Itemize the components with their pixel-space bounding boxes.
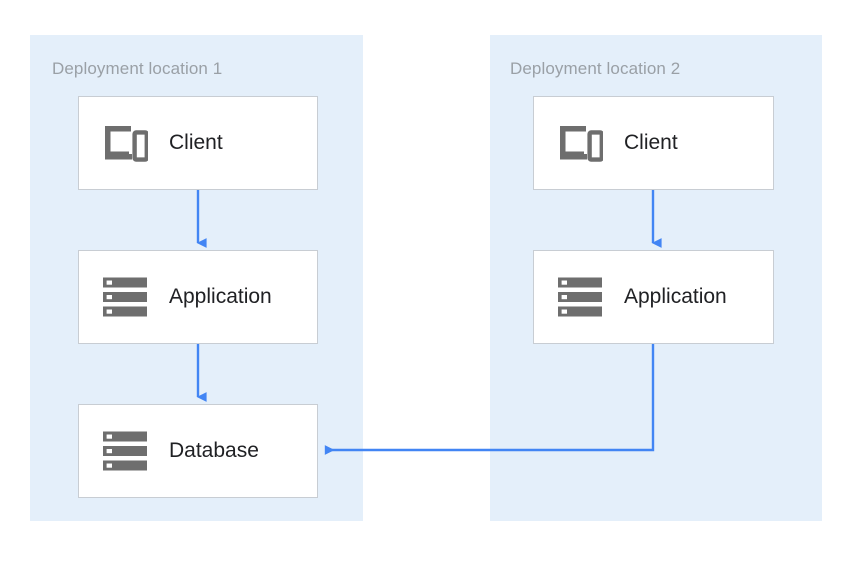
node-application-1-label: Application bbox=[169, 285, 272, 308]
node-client-1[interactable]: Client bbox=[78, 96, 318, 190]
server-stack-icon bbox=[99, 271, 151, 323]
server-stack-icon bbox=[554, 271, 606, 323]
node-application-2-label: Application bbox=[624, 285, 727, 308]
node-client-1-label: Client bbox=[169, 131, 223, 154]
node-client-2[interactable]: Client bbox=[533, 96, 774, 190]
node-database-1[interactable]: Database bbox=[78, 404, 318, 498]
node-client-2-label: Client bbox=[624, 131, 678, 154]
zone-2-title: Deployment location 2 bbox=[510, 59, 681, 78]
zone-1-title: Deployment location 1 bbox=[52, 59, 223, 78]
server-stack-icon bbox=[99, 425, 151, 477]
node-application-1[interactable]: Application bbox=[78, 250, 318, 344]
node-application-2[interactable]: Application bbox=[533, 250, 774, 344]
client-devices-icon bbox=[554, 117, 606, 169]
client-devices-icon bbox=[99, 117, 151, 169]
node-database-1-label: Database bbox=[169, 439, 259, 462]
